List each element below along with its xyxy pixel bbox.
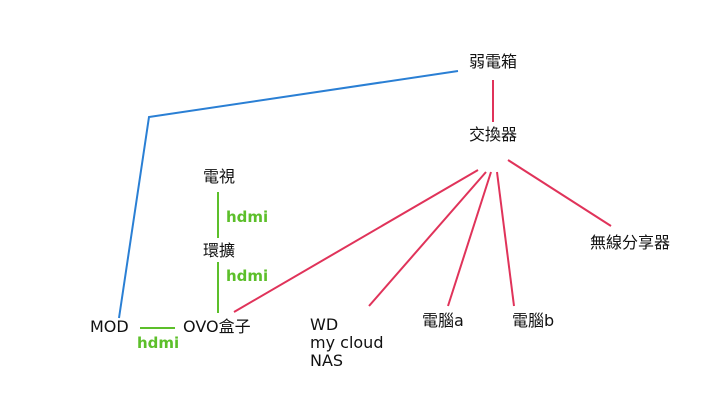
hdmi-label-tv-extender: hdmi	[226, 208, 269, 226]
link-switch-wd-nas	[368, 171, 487, 307]
wd-nas-line-2: my cloud	[310, 333, 384, 352]
link-switch-pc-a	[447, 171, 492, 307]
node-router: 無線分享器	[590, 233, 671, 252]
node-pc-a: 電腦a	[422, 311, 464, 330]
node-ovo-box: OVO盒子	[183, 317, 251, 336]
link-switch-pc-b	[496, 171, 515, 307]
hdmi-label-extender-ovo: hdmi	[226, 267, 269, 285]
node-weak-box: 弱電箱	[469, 52, 518, 71]
wd-nas-line-3: NAS	[310, 351, 344, 370]
hdmi-label-mod-ovo: hdmi	[137, 334, 180, 352]
node-switch: 交換器	[469, 125, 518, 144]
node-pc-b: 電腦b	[512, 311, 555, 330]
wd-nas-line-1: WD	[310, 315, 339, 334]
link-weakbox-mod	[118, 70, 459, 319]
link-switch-router	[507, 159, 612, 227]
node-extender: 環擴	[203, 241, 236, 260]
node-wd-nas: WD my cloud NAS	[310, 316, 383, 370]
node-tv: 電視	[203, 167, 236, 186]
node-mod: MOD	[90, 317, 129, 336]
link-switch-ovo	[233, 169, 479, 313]
